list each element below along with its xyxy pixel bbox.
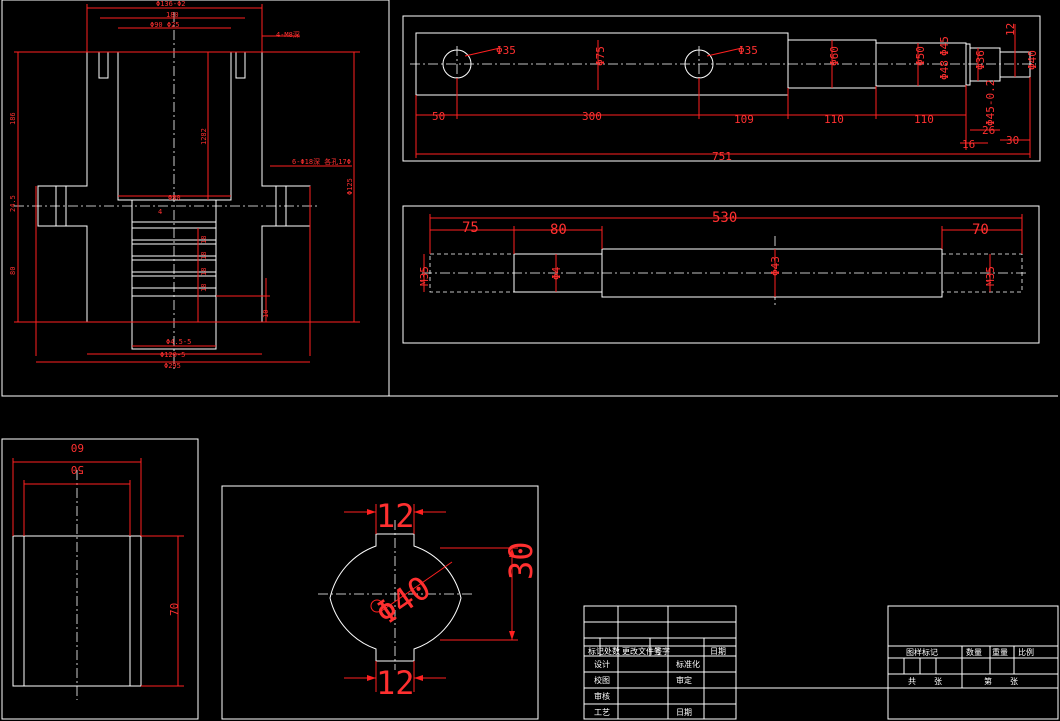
dim-flange-left: 24.5: [9, 195, 17, 212]
dim-s2-m35b: M35: [984, 266, 997, 286]
dim-s2-l70: 70: [972, 222, 989, 238]
dim-d48: Φ48: [938, 60, 951, 80]
dim-g2: 18: [200, 252, 208, 260]
dim-l16: 16: [962, 138, 975, 151]
dim-l110b: 110: [914, 113, 934, 126]
dim-d75: Φ75: [594, 46, 607, 66]
sheet-current-unit: 张: [1010, 677, 1018, 686]
dim-hole2: Φ35: [738, 44, 758, 57]
dim-s2-d43: Φ43: [769, 256, 782, 276]
dim-l50: 50: [432, 110, 445, 123]
dim-d45: Φ45: [938, 36, 951, 56]
dim-l30: 30: [1006, 134, 1019, 147]
sheet-current: 第: [984, 676, 992, 686]
dim-right-h: Φ125: [346, 178, 354, 195]
dim-g3: 18: [200, 268, 208, 276]
dim-s2-l80: 80: [550, 222, 567, 238]
shaft1-dimension-texts: Φ35 Φ75 Φ35 Φ60 Φ50 Φ48 Φ45 Φ36 12 Φ40 5…: [432, 23, 1039, 163]
dim-flange-holes: 6-Φ18深 各孔17Φ: [292, 157, 351, 166]
dim-s2-d4x: Φ4: [550, 266, 563, 280]
shaft2-dimensions: [423, 214, 1023, 297]
dim-hole1: Φ35: [496, 44, 516, 57]
dim-d60: Φ60: [828, 46, 841, 66]
shaft1-dimensions: [415, 24, 1031, 158]
dim-g1: 18: [200, 236, 208, 244]
dim-holes: 4-M8深: [276, 30, 300, 39]
dim-total: 751: [712, 150, 732, 163]
dim-s2-m35: M35: [418, 266, 431, 286]
dim-d12: 12: [1004, 23, 1017, 36]
sheet-total: 共: [908, 677, 916, 686]
dim-bot1: Φ4.5-5: [166, 338, 191, 346]
bushing-dimension-texts: 60 50 70: [71, 441, 181, 616]
dim-bush-height: 70: [168, 603, 181, 616]
dim-mid: Φ80: [168, 194, 181, 202]
rev-header-mark: 标记: [588, 646, 604, 656]
rev-header-date: 日期: [710, 647, 726, 656]
dim-disc-flat: 30: [502, 541, 540, 580]
dim-l26: 26: [982, 124, 995, 137]
dim-tol: Φ45-0.2: [984, 80, 997, 126]
dim-bore: Φ90 Φ25: [150, 21, 180, 29]
dim-bot3: Φ295: [164, 362, 181, 370]
dim-g5: 10: [262, 310, 270, 318]
dim-d36: Φ36: [974, 50, 987, 70]
dim-d50: Φ50: [914, 46, 927, 66]
hdr-scale: 比例: [1018, 647, 1034, 657]
shaft2-dimension-texts: 75 80 530 70 M35 Φ4 Φ43 M35: [418, 210, 997, 286]
dim-bush-outer: 60: [71, 441, 84, 454]
title-block: 标记 处数 更改文件号 签字 日期 设计 标准化 校图 审定 审核 工艺 日期 …: [583, 605, 1059, 720]
dim-top-outer: Φ136-Φ2: [156, 0, 186, 8]
dim-height-left: 186: [9, 112, 17, 125]
row-review: 审核: [594, 691, 610, 701]
dim-depth: 1282: [200, 128, 208, 145]
housing-view: Φ136-Φ2 180 Φ90 Φ25 4-M8深 186 1282 6-Φ18…: [9, 0, 360, 370]
housing-dimension-texts: Φ136-Φ2 180 Φ90 Φ25 4-M8深 186 1282 6-Φ18…: [9, 0, 354, 370]
title-block-texts: 标记 处数 更改文件号 签字 日期 设计 标准化 校图 审定 审核 工艺 日期 …: [588, 646, 1034, 717]
housing-dimensions: [14, 4, 360, 363]
dim-bot2: Φ120-5: [160, 351, 185, 359]
dim-top-inner: 180: [166, 11, 179, 19]
dim-disc-top: 12: [376, 497, 415, 535]
bushing-dimensions: [12, 458, 184, 687]
dim-bottom-left: 80: [9, 267, 17, 275]
row-design: 设计: [594, 659, 610, 669]
rev-header-count: 处数: [604, 646, 620, 656]
dim-disc-bottom: 12: [376, 664, 415, 702]
row-approve: 审定: [676, 675, 692, 685]
rev-header-sign: 签字: [654, 646, 670, 656]
dim-pipe: 4: [158, 208, 162, 216]
row-date: 日期: [676, 708, 692, 717]
shaft1-view: Φ35 Φ75 Φ35 Φ60 Φ50 Φ48 Φ45 Φ36 12 Φ40 5…: [410, 23, 1039, 163]
dim-s2-l75: 75: [462, 220, 479, 236]
dim-l110a: 110: [824, 113, 844, 126]
bushing-view: 60 50 70: [12, 441, 184, 700]
hdr-weight: 重量: [992, 647, 1008, 657]
dim-s2-l530: 530: [712, 210, 737, 226]
disc-dimension-texts: 12 12 Φ40 30: [369, 497, 540, 702]
row-process: 工艺: [594, 708, 610, 717]
hdr-quantity: 数量: [966, 647, 982, 657]
row-check: 校图: [594, 675, 610, 685]
dim-l300: 300: [582, 110, 602, 123]
shaft2-view: 75 80 530 70 M35 Φ4 Φ43 M35: [418, 210, 1028, 306]
sheet-total-unit: 张: [934, 677, 942, 686]
hdr-drawing-mark: 图样标记: [906, 647, 938, 657]
rev-header-doc: 更改文件号: [622, 646, 662, 656]
dim-bush-inner: 50: [71, 463, 84, 476]
disc-dimensions: [344, 504, 518, 692]
dim-disc-dia: Φ40: [369, 568, 438, 632]
dim-g4: 18: [200, 284, 208, 292]
dim-d40: Φ40: [1026, 50, 1039, 70]
disc-view: 12 12 Φ40 30: [318, 497, 540, 702]
row-standard: 标准化: [676, 659, 700, 669]
dim-l109: 109: [734, 113, 754, 126]
